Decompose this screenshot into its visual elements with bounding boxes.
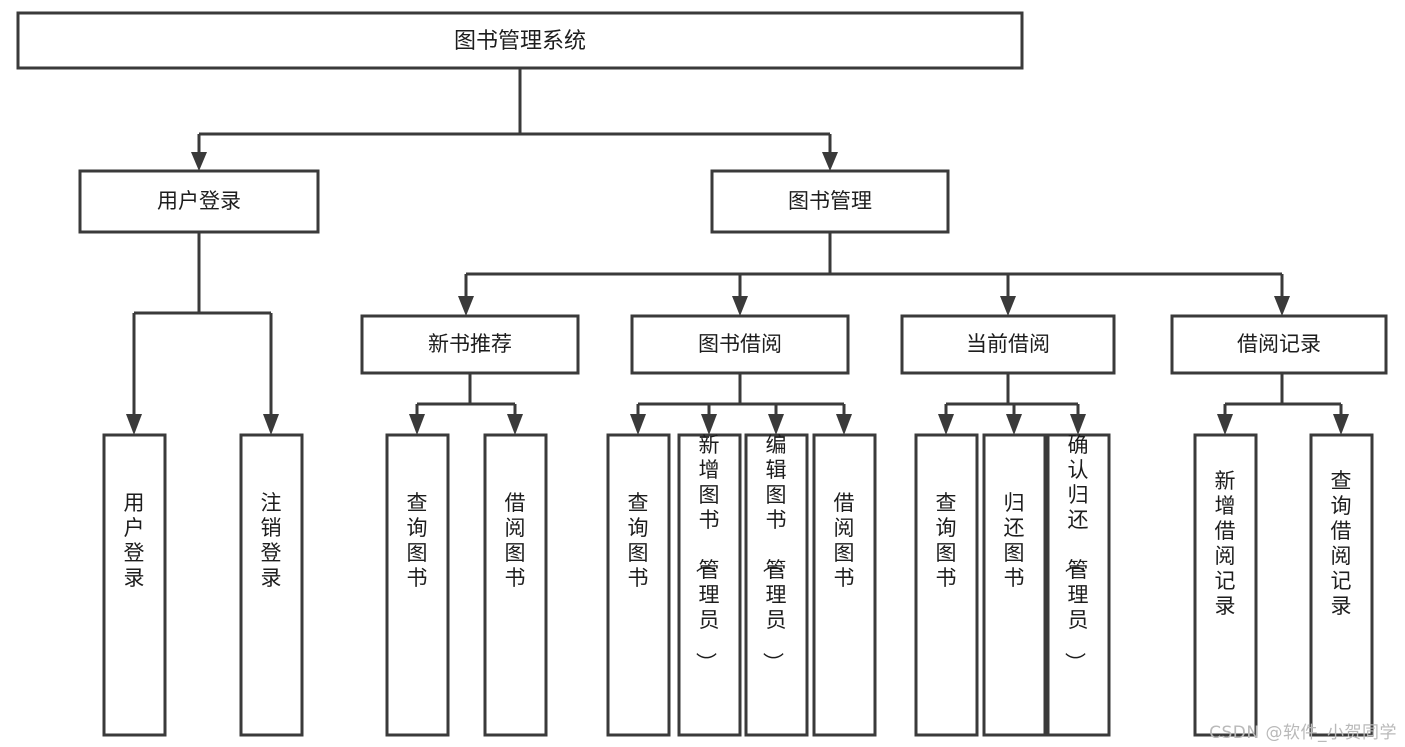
leaf-label-query-record: 查询借阅记录 [1331,469,1352,618]
leaf-node-confirm-return[interactable]: 确认归还（管理员） [1046,433,1111,737]
leaf-node-add-record[interactable]: 新增借阅记录 [1193,433,1258,737]
arrow-to-leaf-add-book [701,414,717,435]
arrow-to-leaf-query-book-2 [630,414,646,435]
node-new-book-recommend[interactable]: 新书推荐 [360,314,580,375]
leaf-box-query-record[interactable] [1309,433,1374,737]
node-label-current-borrow: 当前借阅 [966,332,1050,356]
leaf-node-query-book-2[interactable]: 查询图书 [606,433,671,737]
leaf-node-edit-book[interactable]: 编辑图书（管理员） [744,433,809,737]
leaf-node-query-book-3[interactable]: 查询图书 [914,433,979,737]
arrow-to-book-borrow [732,296,748,316]
arrow-to-leaf-query-record [1333,414,1349,435]
arrow-to-leaf-add-record [1217,414,1233,435]
leaf-box-logout[interactable] [239,433,304,737]
leaf-label-user-login: 用户登录 [124,491,145,590]
arrow-to-leaf-return-book [1006,414,1022,435]
leaf-box-query-book-2[interactable] [606,433,671,737]
leaf-box-query-book-1[interactable] [385,433,450,737]
arrow-to-leaf-borrow-book-2 [836,414,852,435]
leaf-node-return-book[interactable]: 归还图书 [982,433,1047,737]
leaf-node-borrow-book-2[interactable]: 借阅图书 [812,433,877,737]
arrow-to-leaf-query-book-1 [409,414,425,435]
leaf-node-query-record[interactable]: 查询借阅记录 [1309,433,1374,737]
leaf-box-add-book[interactable] [677,433,742,737]
arrow-to-leaf-logout [263,414,279,435]
arrow-to-leaf-confirm-return [1070,414,1086,435]
leaf-label-confirm-return: 确认归还（管理员） [1063,433,1089,673]
arrow-to-leaf-edit-book [768,414,784,435]
arrow-to-user-login [191,152,207,171]
leaf-label-add-record: 新增借阅记录 [1215,469,1236,618]
node-root-system[interactable]: 图书管理系统 [16,11,1024,70]
arrow-to-leaf-borrow-book-1 [507,414,523,435]
leaf-node-add-book[interactable]: 新增图书（管理员） [677,433,742,737]
leaf-node-query-book-1[interactable]: 查询图书 [385,433,450,737]
leaf-box-borrow-book-1[interactable] [483,433,548,737]
leaf-label-borrow-book-1: 借阅图书 [505,491,526,590]
leaf-box-user-login[interactable] [102,433,167,737]
node-box-current-borrow[interactable] [900,314,1116,375]
node-label-borrow-record: 借阅记录 [1237,332,1321,356]
node-label-user-login: 用户登录 [157,189,241,213]
leaf-label-edit-book: 编辑图书（管理员） [761,433,787,673]
leaf-label-query-book-3: 查询图书 [936,491,957,590]
leaf-box-return-book[interactable] [982,433,1047,737]
leaf-box-confirm-return[interactable] [1046,433,1111,737]
leaf-label-query-book-2: 查询图书 [628,491,649,590]
csdn-watermark: CSDN @软件_小贺同学 [1209,723,1397,743]
leaf-label-query-book-1: 查询图书 [407,491,428,590]
node-box-root[interactable] [16,11,1024,70]
node-current-borrow[interactable]: 当前借阅 [900,314,1116,375]
node-box-new-book-recommend[interactable] [360,314,580,375]
arrow-to-leaf-query-book-3 [938,414,954,435]
node-box-book-borrow[interactable] [630,314,850,375]
node-user-login[interactable]: 用户登录 [78,169,320,234]
node-box-user-login[interactable] [78,169,320,234]
leaf-node-user-login[interactable]: 用户登录 [102,433,167,737]
arrow-to-borrow-record [1274,296,1290,316]
node-book-management[interactable]: 图书管理 [710,169,950,234]
leaf-label-logout: 注销登录 [261,491,282,590]
node-label-new-book-recommend: 新书推荐 [428,332,512,356]
node-box-borrow-record[interactable] [1170,314,1388,375]
node-book-borrow[interactable]: 图书借阅 [630,314,850,375]
leaf-box-add-record[interactable] [1193,433,1258,737]
leaf-node-logout[interactable]: 注销登录 [239,433,304,737]
leaf-label-borrow-book-2: 借阅图书 [834,491,855,590]
node-label-book-borrow: 图书借阅 [698,332,782,356]
arrow-to-leaf-user-login [126,414,142,435]
leaf-label-return-book: 归还图书 [1004,491,1025,590]
leaf-box-borrow-book-2[interactable] [812,433,877,737]
leaf-node-borrow-book-1[interactable]: 借阅图书 [483,433,548,737]
node-box-book-management[interactable] [710,169,950,234]
node-label-book-management: 图书管理 [788,189,872,213]
leaf-box-query-book-3[interactable] [914,433,979,737]
arrow-to-new-book-rec [458,296,474,316]
leaf-label-add-book: 新增图书（管理员） [694,433,720,673]
node-label-root: 图书管理系统 [454,29,586,54]
connector-layer [126,68,1349,435]
arrow-to-book-mgmt [822,152,838,171]
leaf-box-edit-book[interactable] [744,433,809,737]
arrow-to-current-borrow [1000,296,1016,316]
node-borrow-record[interactable]: 借阅记录 [1170,314,1388,375]
